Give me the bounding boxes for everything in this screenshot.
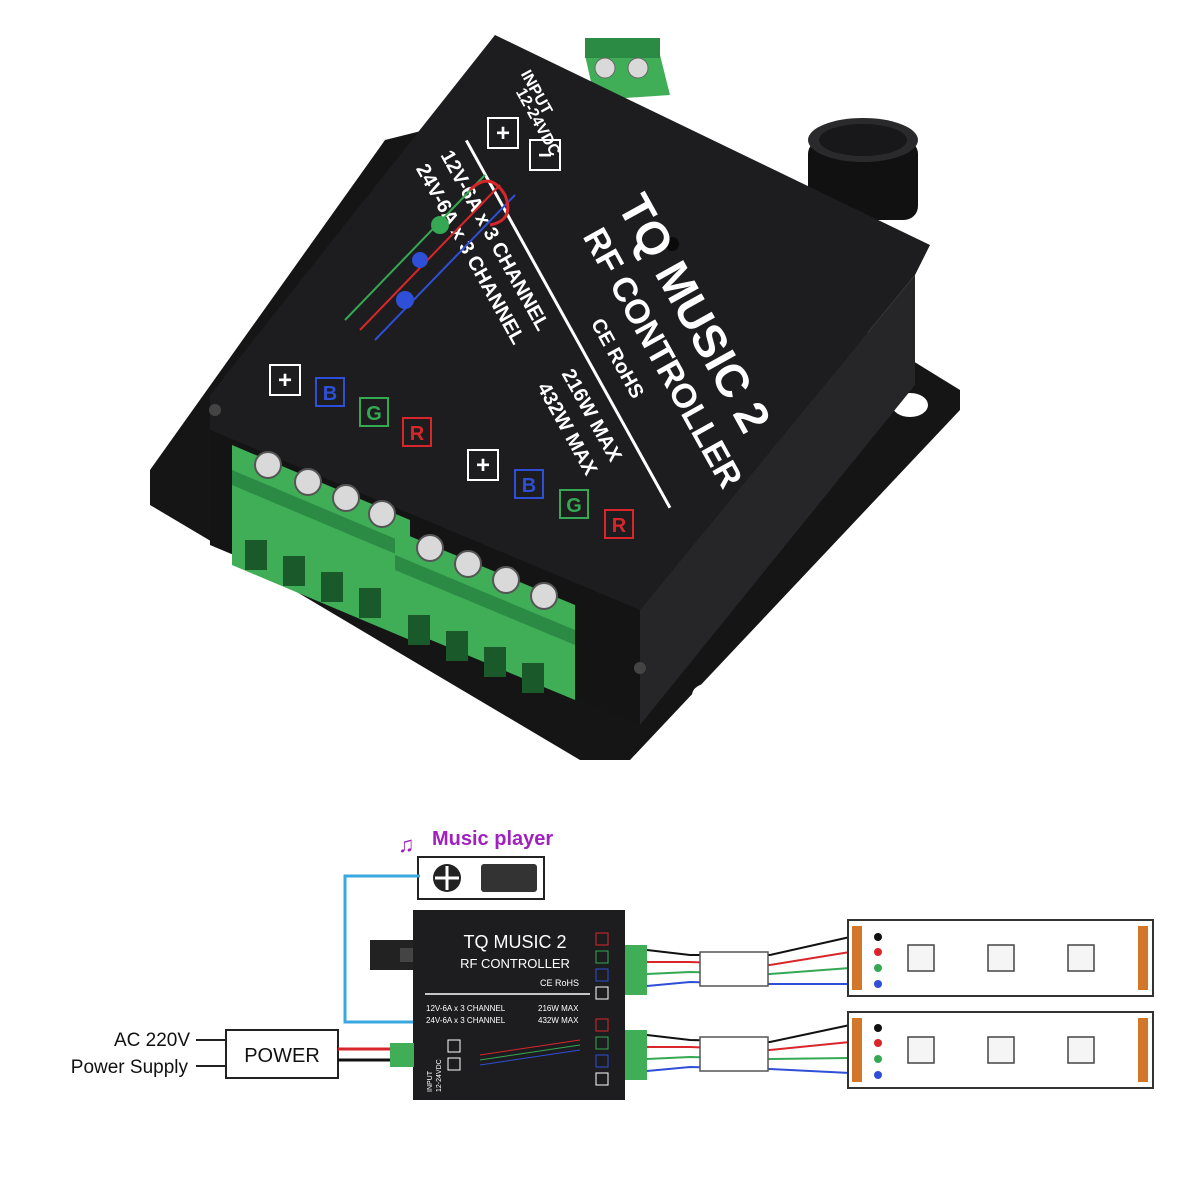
- music-player: ♫ Music player: [398, 828, 553, 900]
- diagram-controller-title: TQ MUSIC 2: [463, 932, 566, 952]
- channel-labels-row2: + B G R: [467, 449, 634, 539]
- output-terminal-1: [232, 445, 410, 640]
- diagram-spec1: 12V-6A x 3 CHANNEL: [426, 1004, 506, 1013]
- strip-wires-1: [646, 936, 851, 987]
- diagram-input-terminal: [390, 1043, 414, 1067]
- audio-wire: [343, 874, 420, 1024]
- row1-b: B: [323, 383, 337, 405]
- case-divider: [465, 139, 672, 509]
- controller-side-face: [640, 275, 915, 725]
- led-chip-icon: [987, 944, 1015, 972]
- diagram-output-terminal-2: [625, 1030, 647, 1080]
- ac-label: AC 220V: [114, 1030, 190, 1051]
- strip-wires-2: [646, 1024, 851, 1074]
- row2-plus: +: [476, 452, 490, 479]
- led-chip-icon: [907, 1036, 935, 1064]
- music-player-label: Music player: [432, 828, 553, 850]
- screw-icon: [634, 662, 646, 674]
- channel-labels-row1: + B G R: [269, 364, 432, 447]
- diagram-input-label: INPUT: [427, 1070, 434, 1092]
- wiring-diagram: ♫ Music player TQ MUSIC 2 RF CONTROLLER …: [71, 828, 1154, 1100]
- led-chip-icon: [1067, 944, 1095, 972]
- diagram-controller-cert: CE RoHS: [540, 978, 579, 988]
- mount-hole-icon: [692, 683, 728, 707]
- supply-label: Power Supply: [71, 1057, 189, 1078]
- controller-photo: TQ MUSIC 2 RF CONTROLLER CE RoHS 12V-6A …: [150, 35, 960, 760]
- output-terminal-2: [395, 530, 575, 700]
- led-strip-1: [847, 919, 1154, 997]
- diagram-controller-subtitle: RF CONTROLLER: [460, 956, 570, 971]
- power-box-label: POWER: [244, 1045, 320, 1067]
- diagram-channel-tiles: [595, 932, 609, 1086]
- screw-icon: [209, 404, 221, 416]
- diagram-spec2-power: 432W MAX: [538, 1016, 579, 1025]
- row2-g: G: [566, 495, 582, 517]
- diagram-spec1-power: 216W MAX: [538, 1004, 579, 1013]
- diagram-input-voltage: 12-24VDC: [436, 1059, 443, 1092]
- led-chip-icon: [907, 944, 935, 972]
- row2-b: B: [522, 475, 536, 497]
- led-chip-icon: [987, 1036, 1015, 1064]
- input-polarity: + −: [487, 117, 561, 171]
- diagram-output-terminal-1: [625, 945, 647, 995]
- row1-g: G: [366, 403, 382, 425]
- music-note-graphic: [344, 174, 516, 341]
- power-box: [225, 1029, 339, 1079]
- case-input-plus: +: [496, 120, 510, 147]
- row1-plus: +: [278, 367, 292, 394]
- led-chip-icon: [1067, 1036, 1095, 1064]
- music-note-icon: ♫: [398, 832, 415, 857]
- diagram-spec2: 24V-6A x 3 CHANNEL: [426, 1016, 506, 1025]
- row1-r: R: [410, 423, 425, 445]
- player-screen-icon: [481, 864, 537, 892]
- controller-top-face: [210, 35, 930, 610]
- ir-sensor-icon: [665, 237, 679, 251]
- case-input-minus: −: [538, 142, 552, 169]
- led-strip-2: [847, 1011, 1154, 1089]
- row2-r: R: [612, 515, 627, 537]
